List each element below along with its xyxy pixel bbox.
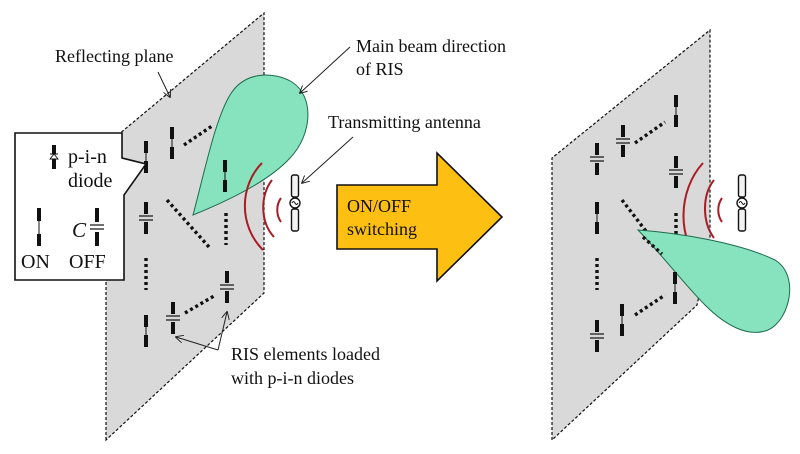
main-beam-right (636, 229, 791, 333)
legend-diode-line1: p-i-n (68, 146, 107, 168)
transmitting-antenna-left (289, 174, 301, 232)
on-off-switching-arrow: ON/OFF switching (336, 151, 504, 283)
ellipsis-dots (165, 198, 211, 249)
ris-element-off (220, 271, 234, 303)
switching-label-line2: switching (347, 219, 417, 239)
transmitting-antenna-label: Transmitting antenna (328, 112, 481, 132)
legend-off-label: OFF (69, 251, 106, 273)
ris-element-on (674, 95, 678, 127)
ris-element-on (170, 127, 174, 159)
legend-callout: p-i-n diode C ON OFF (14, 132, 148, 281)
main-beam-label-line1: Main beam direction (356, 36, 506, 56)
legend-diode-line2: diode (68, 170, 113, 192)
ris-element-on (620, 304, 624, 336)
on-state-icon (37, 208, 41, 246)
transmitting-antenna-right (736, 174, 748, 232)
ris-elements-pointer-a (176, 337, 219, 351)
pin-diode-icon (49, 145, 59, 169)
ris-element-off (590, 143, 604, 175)
legend-on-label: ON (21, 251, 50, 273)
left-panel: p-i-n diode C ON OFF Reflecting plane Ma… (14, 11, 506, 442)
main-beam-left (192, 74, 309, 216)
reflecting-plane-pointer (157, 71, 170, 97)
ris-element-on (144, 315, 148, 347)
ris-element-off (616, 125, 630, 157)
ris-element-off (669, 156, 683, 188)
main-beam-pointer (300, 46, 351, 93)
radio-waves-left (243, 162, 282, 251)
ris-element-on (673, 272, 677, 304)
ris-elements-label-line2: with p-i-n diodes (231, 368, 354, 388)
reflecting-plane-label: Reflecting plane (55, 46, 173, 66)
main-beam-label-line2: of RIS (356, 59, 404, 79)
ris-element-off (166, 302, 180, 334)
ellipsis-dots (634, 120, 666, 145)
ris-element-off (590, 320, 604, 352)
ris-element-on (223, 160, 227, 192)
ellipsis-dots (634, 293, 666, 317)
transmitting-antenna-pointer (302, 136, 354, 183)
ris-element-off (139, 202, 153, 234)
ellipsis-dots (641, 235, 664, 256)
switching-label-line1: ON/OFF (347, 196, 411, 216)
ris-element-on (595, 202, 599, 234)
ris-element-on (144, 141, 148, 173)
right-panel (551, 28, 791, 442)
ris-elements-pointer-b (217, 312, 227, 351)
ris-elements-label-line1: RIS elements loaded (231, 344, 380, 364)
legend-capacitor-symbol: C (72, 218, 87, 242)
off-state-icon (90, 208, 104, 246)
